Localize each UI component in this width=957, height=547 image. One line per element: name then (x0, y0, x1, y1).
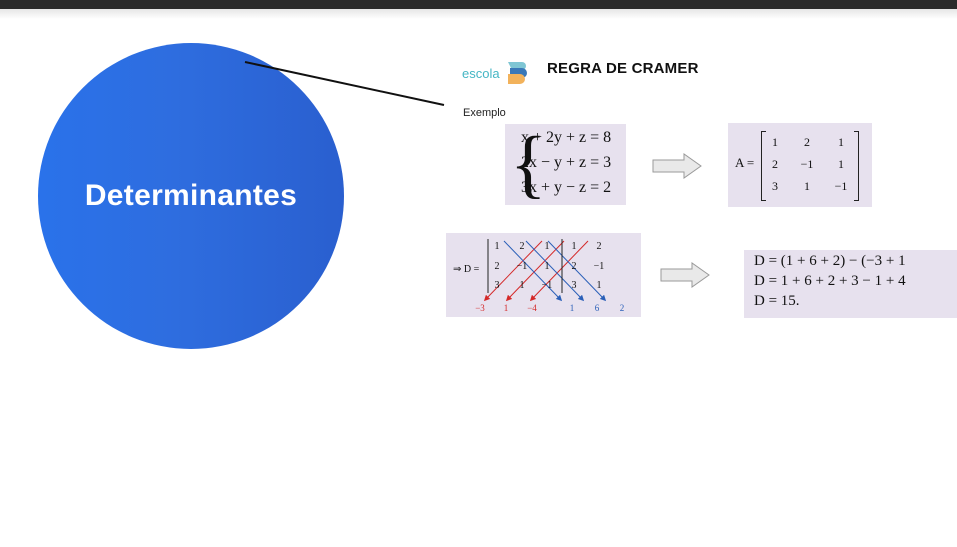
equation-2: 2x − y + z = 3 (521, 154, 612, 171)
equation-system-panel: { x + 2y + z = 8 2x − y + z = 3 3x + y −… (505, 124, 626, 205)
positive-product: 6 (594, 303, 600, 313)
sarrus-cell: 1 (544, 241, 550, 252)
result-line-1: D = (1 + 6 + 2) − (−3 + 1 (754, 253, 906, 269)
sarrus-cell: 1 (596, 280, 602, 291)
sarrus-cell: 1 (494, 241, 500, 252)
matrix-cell: 2 (772, 157, 778, 171)
matrix-cell: 1 (838, 135, 844, 149)
top-bar (0, 0, 957, 9)
sarrus-cell: 2 (596, 241, 602, 252)
matrix-cell: −1 (800, 157, 814, 171)
negative-product: 1 (503, 303, 509, 313)
escola-logo: escola (462, 60, 528, 86)
matrix-cell: 1 (772, 135, 778, 149)
equation-3: 3x + y − z = 2 (521, 179, 612, 196)
escola-s-logo-icon (507, 62, 527, 84)
negative-diagonals (483, 240, 589, 302)
negative-product: −4 (527, 303, 537, 313)
matrix-cell: −1 (834, 179, 848, 193)
sarrus-cell: 1 (519, 280, 525, 291)
sarrus-label: ⇒ D = (453, 264, 480, 275)
sarrus-cell: 3 (571, 280, 577, 291)
left-brace: { (510, 122, 547, 206)
sarrus-cell: −1 (593, 261, 605, 272)
matrix-cell: 2 (804, 135, 810, 149)
sarrus-cell: −1 (516, 261, 528, 272)
left-bracket (761, 131, 766, 201)
result-line-2: D = 1 + 6 + 2 + 3 − 1 + 4 (754, 273, 906, 289)
positive-product: 2 (619, 303, 625, 313)
top-bar-shadow (0, 9, 957, 19)
sarrus-cell: 2 (519, 241, 525, 252)
negative-product: −3 (475, 303, 485, 313)
sarrus-diagonals (483, 239, 607, 302)
right-bracket (854, 131, 859, 201)
sarrus-cell: −1 (541, 280, 553, 291)
positive-diagonals (503, 240, 607, 302)
sarrus-cell: 1 (571, 241, 577, 252)
sarrus-cell: 3 (494, 280, 500, 291)
determinant-result-panel: D = (1 + 6 + 2) − (−3 + 1 D = 1 + 6 + 2 … (744, 250, 957, 318)
sarrus-cell: 1 (544, 261, 550, 272)
matrix-cell: 3 (772, 179, 778, 193)
matrix-a-label: A = (735, 155, 755, 170)
positive-product: 1 (569, 303, 575, 313)
determinantes-circle[interactable]: Determinantes (38, 43, 344, 349)
sarrus-panel: ⇒ D = 1 2 1 1 2 2 −1 1 2 −1 3 1 −1 3 1 −… (446, 233, 641, 317)
sarrus-cell: 2 (571, 261, 577, 272)
right-arrow-icon (652, 153, 702, 179)
right-arrow-icon (660, 262, 710, 288)
matrix-cell: 1 (838, 157, 844, 171)
example-label: Exemplo (463, 107, 506, 119)
circle-title: Determinantes (84, 179, 298, 212)
sarrus-cell: 2 (494, 261, 500, 272)
logo-word: escola (462, 65, 500, 81)
result-line-3: D = 15. (754, 293, 800, 309)
equation-1: x + 2y + z = 8 (521, 129, 612, 146)
matrix-cell: 1 (804, 179, 810, 193)
slide-title: REGRA DE CRAMER (547, 60, 699, 77)
matrix-a-panel: A = 1 2 1 2 −1 1 3 1 −1 (728, 123, 872, 207)
